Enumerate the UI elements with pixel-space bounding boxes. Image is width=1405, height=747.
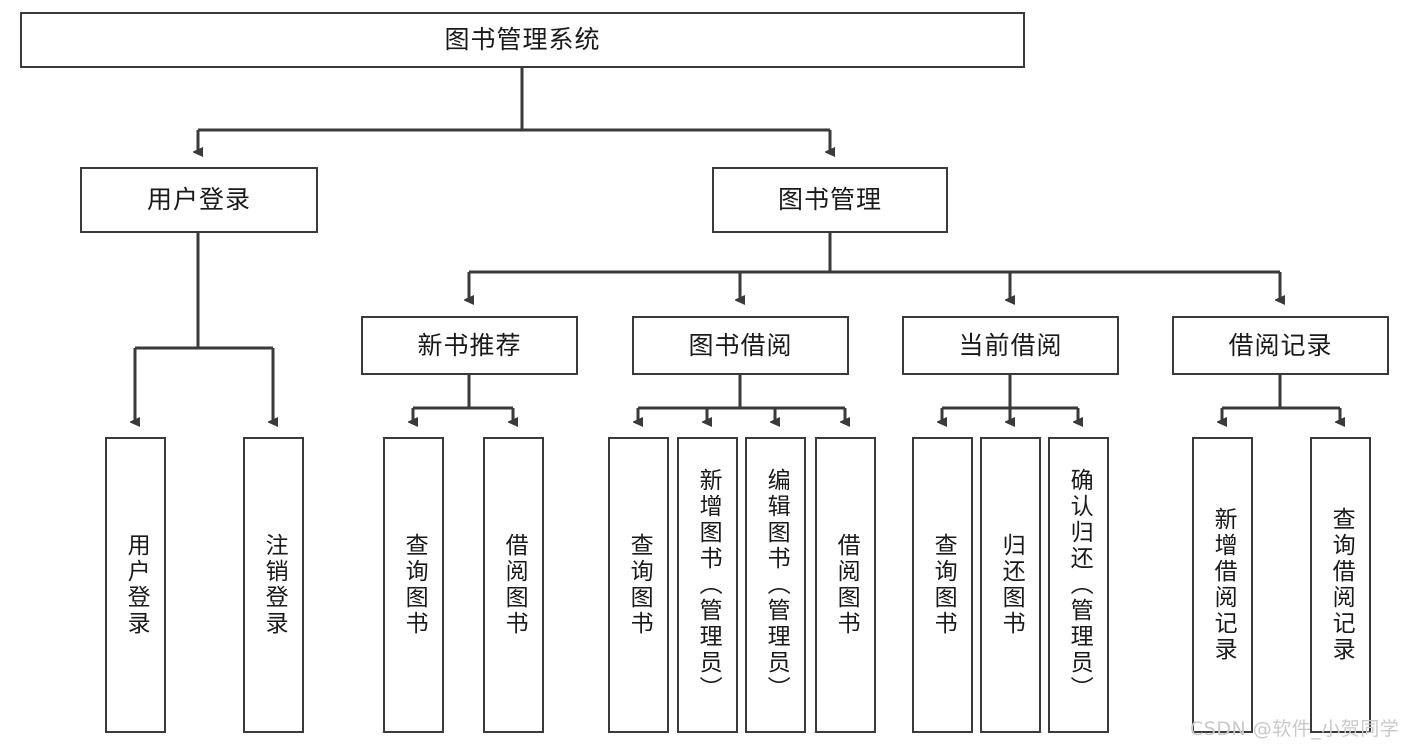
leaf-user-login-logout[interactable]: 注销登录 <box>243 437 304 733</box>
node-borrow-record[interactable]: 借阅记录 <box>1172 316 1389 375</box>
leaf-new-book-borrow-books[interactable]: 借阅图书 <box>483 437 544 733</box>
node-label: 查询借阅记录 <box>1328 507 1355 663</box>
node-root-book-management-system[interactable]: 图书管理系统 <box>20 12 1025 68</box>
node-label: 借阅记录 <box>1228 330 1333 360</box>
node-label: 新增图书（管理员） <box>695 468 722 702</box>
node-label: 新增借阅记录 <box>1210 507 1237 663</box>
leaf-borrow-record-add-record[interactable]: 新增借阅记录 <box>1192 437 1253 733</box>
watermark-text: CSDN @软件_小贺同学 <box>1190 718 1400 740</box>
leaf-user-login-login[interactable]: 用户登录 <box>105 437 166 733</box>
node-label: 借阅图书 <box>501 533 528 637</box>
node-book-management[interactable]: 图书管理 <box>712 167 948 233</box>
node-label: 查询图书 <box>626 533 653 637</box>
node-label: 查询图书 <box>401 533 428 637</box>
node-label: 确认归还（管理员） <box>1066 468 1093 702</box>
leaf-book-borrow-edit-book-admin[interactable]: 编辑图书（管理员） <box>745 437 806 733</box>
node-label: 图书管理 <box>777 185 882 215</box>
node-label: 注销登录 <box>261 533 288 637</box>
leaf-book-borrow-borrow-books[interactable]: 借阅图书 <box>815 437 876 733</box>
leaf-current-borrow-query-books[interactable]: 查询图书 <box>912 437 973 733</box>
leaf-new-book-query-books[interactable]: 查询图书 <box>383 437 444 733</box>
node-current-borrow[interactable]: 当前借阅 <box>902 316 1119 375</box>
node-user-login[interactable]: 用户登录 <box>80 167 318 233</box>
leaf-borrow-record-query-record[interactable]: 查询借阅记录 <box>1310 437 1371 733</box>
leaf-current-borrow-return-books[interactable]: 归还图书 <box>980 437 1041 733</box>
node-label: 用户登录 <box>146 185 251 215</box>
node-label: 编辑图书（管理员） <box>763 468 790 702</box>
node-label: 图书借阅 <box>688 330 793 360</box>
leaf-current-borrow-confirm-return-admin[interactable]: 确认归还（管理员） <box>1048 437 1109 733</box>
leaf-book-borrow-query-books[interactable]: 查询图书 <box>608 437 669 733</box>
node-label: 归还图书 <box>998 533 1025 637</box>
node-new-book-recommend[interactable]: 新书推荐 <box>361 316 578 375</box>
node-label: 当前借阅 <box>958 330 1063 360</box>
node-label: 新书推荐 <box>417 330 522 360</box>
node-label: 图书管理系统 <box>444 25 601 55</box>
node-book-borrow[interactable]: 图书借阅 <box>632 316 849 375</box>
node-label: 查询图书 <box>930 533 957 637</box>
leaf-book-borrow-add-book-admin[interactable]: 新增图书（管理员） <box>677 437 738 733</box>
node-label: 借阅图书 <box>833 533 860 637</box>
node-label: 用户登录 <box>123 533 150 637</box>
